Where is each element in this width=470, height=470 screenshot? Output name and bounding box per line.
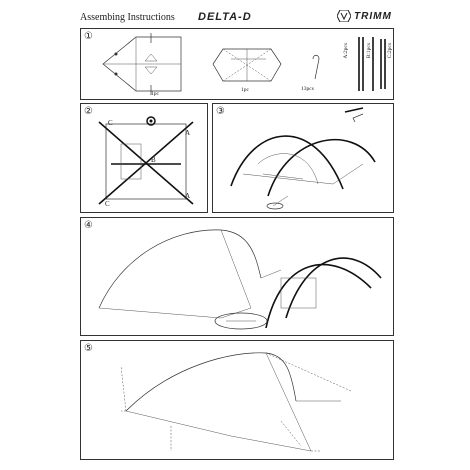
inner-count: 1pc [241, 87, 249, 93]
brand-name: TRIMM [354, 10, 392, 22]
inner-tent-drawing [212, 48, 282, 82]
panel-1: ① [80, 28, 394, 100]
components-illustration [102, 33, 386, 95]
brand-logo: TRIMM [337, 10, 392, 22]
panel-4: ④ [80, 217, 394, 336]
pole-layout-illustration [98, 116, 194, 205]
label-c-bottom: C [105, 200, 110, 208]
step-number: ⑤ [84, 343, 93, 354]
panel-2: ② C A B A C [80, 103, 208, 213]
page-title: Assembing Instructions [80, 12, 175, 23]
pole-c-count: C:2pcs [387, 43, 393, 59]
step-number: ① [84, 31, 93, 42]
panel-3: ③ [212, 103, 394, 213]
poles-drawing [358, 37, 386, 91]
brand-mark-icon [337, 10, 351, 22]
label-a-bottom: A [185, 192, 191, 200]
inner-tent-pitch-illustration [230, 107, 376, 210]
guy-lines-illustration [120, 352, 352, 452]
model-name: DELTA-D [198, 11, 252, 23]
flysheet-count: 1pc [151, 91, 159, 97]
pole-a-count: A:2pcs [343, 43, 349, 59]
step-number: ④ [84, 220, 93, 231]
label-b: B [151, 156, 156, 164]
step-number: ② [84, 106, 93, 117]
pole-b-count: B:1pcs [366, 43, 372, 59]
flysheet-attach-illustration [98, 229, 382, 330]
label-a-top: A [185, 129, 191, 137]
flysheet-drawing [102, 33, 182, 95]
step-number: ③ [216, 106, 225, 117]
label-c-top: C [108, 119, 113, 127]
pegs-count: 13pcs [301, 86, 314, 92]
panel-5: ⑤ [80, 340, 394, 460]
peg-drawing [312, 54, 320, 80]
